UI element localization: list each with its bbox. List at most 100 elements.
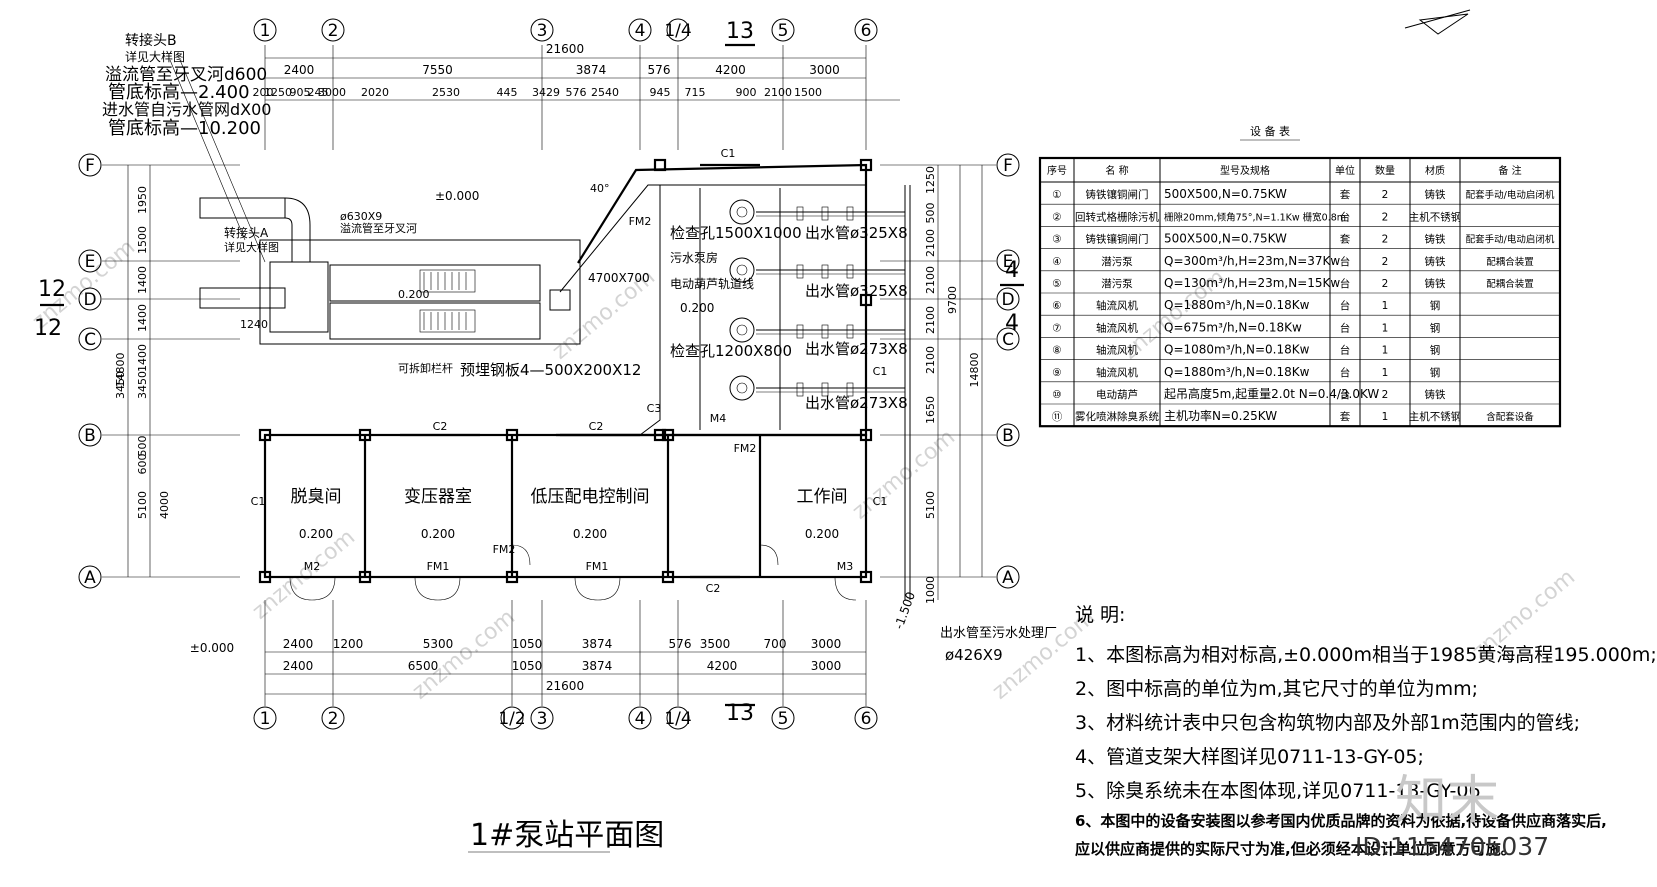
column (653, 158, 667, 172)
plan-label: 电动葫芦轨道线 (670, 277, 754, 291)
inlet-channel-outer (259, 239, 581, 345)
plan-label: 详见大样图 (224, 240, 279, 254)
section-label: 12 (34, 316, 62, 341)
axis-bubble-top-circle (253, 18, 277, 42)
dim-bottom-1: 2400 (283, 637, 314, 651)
wet-well-hatch (549, 289, 571, 311)
leader-line (169, 59, 246, 241)
door-swing (289, 576, 336, 601)
dim-right: 2100 (924, 229, 937, 257)
axis-bubble-top-circle (628, 18, 652, 42)
door-mark: C3 (647, 402, 662, 415)
door-mark: C1 (873, 495, 888, 508)
section-label: 4 (1005, 311, 1019, 336)
plan-label: 0.200 (398, 288, 430, 301)
axis-bubble-top: 4 (635, 21, 646, 41)
table-header: 单位 (1335, 164, 1355, 177)
valve (846, 206, 854, 221)
table-cell: 台 (1340, 344, 1351, 357)
watermark-logo: 知末 (1395, 771, 1500, 831)
table-cell: 铸铁 (1425, 388, 1447, 401)
door-mark: FM2 (734, 442, 757, 455)
dim-left: 3450 (136, 371, 149, 399)
screen-channel-lower (329, 302, 541, 340)
door-mark: C2 (433, 420, 448, 433)
note-5: 5、除臭系统未在本图体现,详见0711-13-GY-06 (1075, 780, 1481, 802)
dim-right: 500 (924, 203, 937, 224)
column (653, 428, 667, 442)
table-title: 设 备 表 (1250, 124, 1290, 138)
axis-bubble-top: 3 (537, 21, 548, 41)
dim-top-2: 2020 (361, 86, 389, 99)
table-cell: 套 (1340, 410, 1351, 423)
plan-label: 出水管ø325X8 (805, 282, 908, 300)
axis-bubble-right: D (1001, 290, 1014, 310)
note-1: 1、本图标高为相对标高,±0.000m相当于1985黄海高程195.000m; (1075, 644, 1657, 666)
north-arrow-line (1404, 9, 1471, 29)
dim-right: 1650 (924, 396, 937, 424)
axis-bubble-right-circle (996, 565, 1020, 589)
table-cell: 钢 (1430, 299, 1441, 312)
axis-bubble-left: B (84, 426, 96, 446)
door-mark: M3 (837, 560, 854, 573)
table-cell: 500X500,N=0.75KW (1164, 187, 1287, 201)
table-cell: 台 (1340, 210, 1351, 223)
table-cell: 套 (1340, 188, 1351, 201)
dim-bottom-2: 6500 (408, 659, 439, 673)
section-label: 13 (726, 19, 754, 44)
dim-bottom-1: 5300 (423, 637, 454, 651)
table-cell: 套 (1340, 233, 1351, 246)
column (358, 570, 372, 584)
table-cell: 配套手动/电动启闭机 (1466, 189, 1555, 201)
table-cell: ⑨ (1052, 367, 1061, 379)
table-cell: 潜污泵 (1101, 277, 1133, 290)
inlet-annotation: 进水管自污水管网dX00 (102, 100, 271, 119)
plan-label: 0.200 (680, 301, 714, 315)
room-name-1: 变压器室 (404, 487, 472, 507)
valve (796, 206, 804, 221)
door-swing (574, 576, 621, 601)
column (859, 293, 873, 307)
note-3: 3、材料统计表中只包含构筑物内部及外部1m范围内的管线; (1075, 712, 1581, 734)
table-cell: ① (1052, 189, 1061, 201)
axis-bubble-bottom: 3 (537, 709, 548, 729)
axis-bubble-bottom-circle (628, 706, 652, 730)
plan-label: 出水管ø325X8 (805, 224, 908, 242)
pump-symbol (729, 199, 755, 225)
dim-total-bottom: 21600 (546, 679, 584, 693)
dim-top-2: 576 (566, 86, 587, 99)
axis-bubble-left: F (85, 156, 95, 176)
dim-top-2: 1250 (264, 86, 292, 99)
plan-label: 1240 (240, 318, 268, 331)
table-cell: 铸铁镶铜闸门 (1086, 188, 1149, 201)
dim-bottom-1: 700 (764, 637, 787, 651)
column (358, 428, 372, 442)
column (859, 158, 873, 172)
dim-top-2: 715 (685, 86, 706, 99)
plan-label: 检查孔1200X800 (670, 342, 792, 360)
valve (796, 264, 804, 279)
dim-right: 2100 (924, 306, 937, 334)
section-label: 4 (1005, 258, 1019, 283)
table-cell: 钢 (1430, 344, 1441, 357)
table-cell: Q=300m³/h,H=23m,N=37Kw (1164, 254, 1340, 268)
table-cell: 轴流风机 (1096, 366, 1138, 379)
dim-left: 1400 (136, 266, 149, 294)
dim-top-2: 905 (290, 86, 311, 99)
axis-bubble-right: C (1002, 330, 1014, 350)
table-cell: ⑪ (1052, 411, 1063, 423)
dim-left: 4000 (158, 491, 171, 519)
pump-core (736, 206, 748, 218)
screen-lower (419, 309, 476, 333)
table-cell: ⑩ (1052, 389, 1061, 401)
dim-bottom-1: 576 (669, 637, 692, 651)
table-cell: 钢 (1430, 366, 1441, 379)
table-cell: 1 (1382, 300, 1389, 312)
inlet-pipe (199, 287, 286, 309)
floor-plan: znzmo.comznzmo.comznzmo.comznzmo.comznzm… (28, 9, 1580, 853)
door-mark: FM1 (427, 560, 450, 573)
column (258, 428, 272, 442)
axis-bubble-right-circle (996, 153, 1020, 177)
plan-label: 4700X700 (588, 271, 650, 285)
